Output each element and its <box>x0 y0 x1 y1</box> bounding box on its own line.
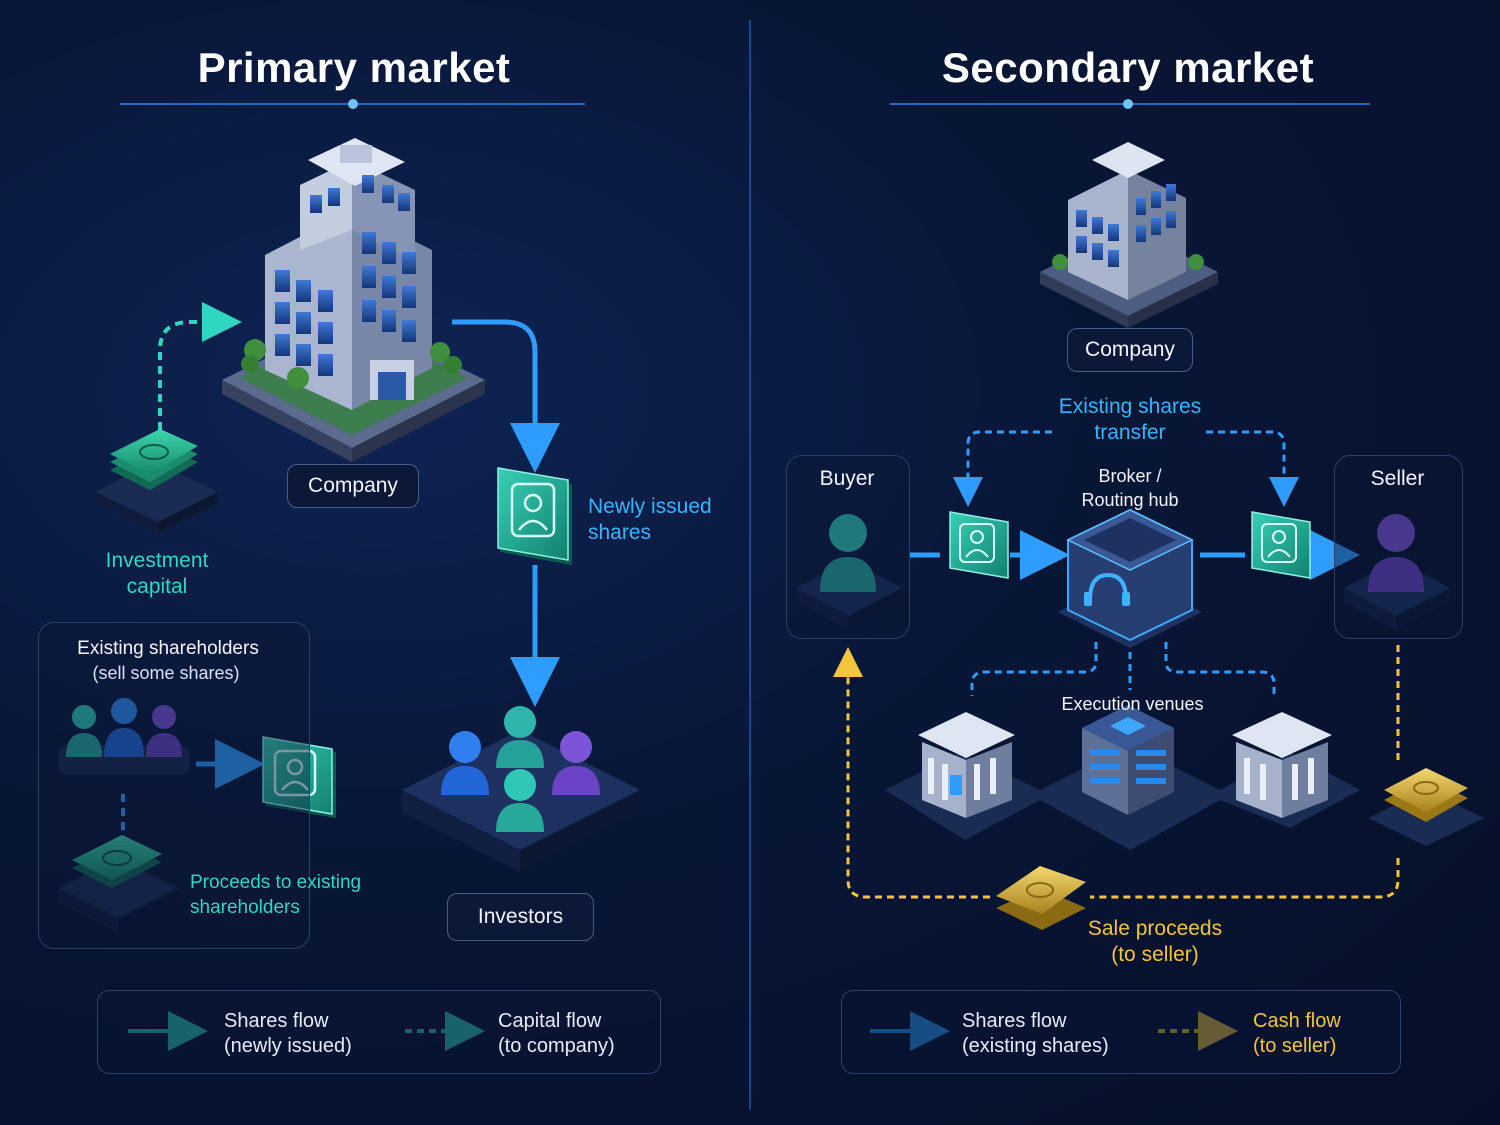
buyer-label: Buyer <box>819 467 875 490</box>
seller-panel <box>1334 455 1463 639</box>
legend-shares-flow-subtitle: (newly issued) <box>224 1035 352 1057</box>
broker-hub-icon <box>1058 508 1202 648</box>
capital-flow-arrow <box>158 302 242 430</box>
seller-label: Seller <box>1370 467 1425 490</box>
investment-capital-label: Investment capital <box>105 549 209 598</box>
server-building-icon <box>1082 705 1174 815</box>
sale-proceeds-label: Sale proceeds (to seller) <box>1087 917 1223 966</box>
company-building-icon <box>222 138 485 462</box>
legend-cash-flow-subtitle: (to seller) <box>1253 1035 1337 1057</box>
newly-issued-share-certificate-icon <box>497 467 572 565</box>
secondary-company-label: Company <box>1067 328 1193 372</box>
legend-capital-flow-subtitle: (to company) <box>498 1035 615 1057</box>
exchange-building-icon <box>918 712 1015 818</box>
legend-existing-shares-flow-subtitle: (existing shares) <box>962 1035 1109 1057</box>
existing-shareholders-icon <box>58 698 190 775</box>
seller-share-certificate-icon <box>1251 511 1311 579</box>
secondary-company-building-icon <box>1040 142 1218 328</box>
seller-person-icon <box>1344 514 1450 630</box>
cash-flow-arrow <box>833 647 990 899</box>
legend-shares-flow: Shares flow (newly issued) <box>224 1009 352 1059</box>
legend-existing-shares-flow: Shares flow (existing shares) <box>962 1009 1109 1059</box>
legend-existing-shares-flow-title: Shares flow <box>962 1010 1067 1032</box>
execution-venues-platform <box>885 705 1360 850</box>
execution-venues-label: Execution venues <box>1061 694 1204 714</box>
primary-legend: Shares flow (newly issued) Capital flow … <box>97 990 661 1074</box>
legend-cash-flow: Cash flow (to seller) <box>1253 1009 1341 1059</box>
primary-market-title: Primary market <box>197 44 511 91</box>
buyer-share-certificate-icon <box>949 511 1009 579</box>
seller-gold-cash-icon <box>1368 768 1484 846</box>
secondary-legend: Shares flow (existing shares) Cash flow … <box>841 990 1401 1074</box>
exchange-building-icon <box>1232 712 1332 818</box>
legend-shares-flow-title: Shares flow <box>224 1010 329 1032</box>
existing-shareholders-panel <box>38 622 310 949</box>
proceeds-cash-stack-icon <box>58 835 178 932</box>
legend-cash-flow-title: Cash flow <box>1253 1010 1341 1032</box>
newly-issued-shares-label: Newly issued shares <box>588 495 712 544</box>
investors-label: Investors <box>447 893 594 941</box>
buyer-panel <box>786 455 910 639</box>
company-label: Company <box>287 464 419 508</box>
legend-capital-flow-title: Capital flow <box>498 1010 602 1032</box>
investors-group-icon <box>402 706 640 872</box>
proceeds-label: Proceeds to existing shareholders <box>190 872 362 918</box>
existing-shareholders-title: Existing shareholders <box>77 638 259 659</box>
existing-shareholders-subtitle: (sell some shares) <box>92 663 240 683</box>
investment-cash-stack-icon <box>95 429 218 534</box>
sale-proceeds-gold-cash-icon <box>996 866 1086 930</box>
legend-capital-flow: Capital flow (to company) <box>498 1009 615 1059</box>
secondary-market-title: Secondary market <box>941 44 1315 91</box>
shares-flow-arrow-down <box>452 319 560 473</box>
existing-shares-transfer-label: Existing shares transfer <box>1058 395 1202 444</box>
broker-hub-label: Broker / Routing hub <box>1081 466 1179 510</box>
buyer-person-icon <box>796 514 902 630</box>
